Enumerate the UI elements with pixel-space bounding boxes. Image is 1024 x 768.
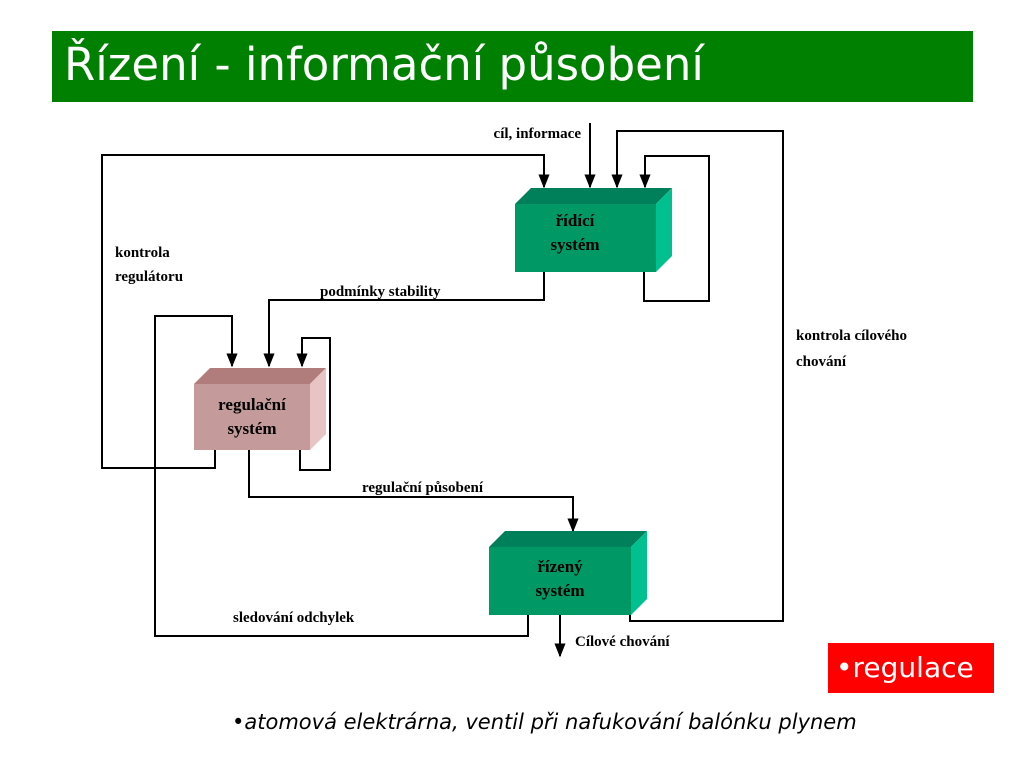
slide-title: Řízení - informační působení <box>64 38 704 91</box>
example-bullet-mark: • <box>232 710 245 734</box>
deviation-tracking-loop <box>154 315 529 637</box>
regulation-system-box-side <box>310 368 326 450</box>
stability-conditions-arrow <box>263 272 545 368</box>
control-system-label-1: řídící <box>556 211 595 230</box>
example-text: atomová elektrárna, ventil při nafukován… <box>244 710 857 734</box>
regulation-system-label-2: systém <box>227 419 276 438</box>
controlled-system-box-top <box>489 531 647 547</box>
regulation-system-box-front <box>194 384 310 450</box>
regulation-system-box-top <box>194 368 326 384</box>
example-bullet: •atomová elektrárna, ventil při nafuková… <box>232 710 857 734</box>
controlled-system-label-2: systém <box>535 581 584 600</box>
badge-label: regulace <box>852 651 974 684</box>
goal-information-label: cíl, informace <box>494 126 582 142</box>
deviation-tracking-label: sledování odchylek <box>233 610 355 626</box>
regulation-action-arrow <box>248 450 579 533</box>
regulation-self-loop <box>296 337 331 471</box>
title-bar: Řízení - informační působení <box>52 31 973 102</box>
stability-conditions-label: podmínky stability <box>320 284 441 300</box>
regulation-system-label-1: regulační <box>218 395 286 414</box>
controlled-system-box-side <box>631 531 647 615</box>
controlled-system-box-front <box>489 547 631 615</box>
target-behavior-label: Cílové chování <box>575 634 670 650</box>
control-system-label-2: systém <box>550 235 599 254</box>
regulation-badge-text: •regulace <box>836 651 974 684</box>
control-system-box-side <box>656 188 672 272</box>
regulation-action-label: regulační působení <box>362 480 484 496</box>
control-system-box-front <box>515 204 656 272</box>
regulator-control-label-2: regulátoru <box>115 269 183 285</box>
connector-lines <box>101 123 784 658</box>
regulator-control-label-1: kontrola <box>115 245 170 261</box>
controlled-system-label-1: řízený <box>537 557 583 576</box>
regulation-badge: •regulace <box>828 643 994 693</box>
control-system-box-top <box>515 188 672 204</box>
controlled-system-box: řízený systém <box>489 531 647 615</box>
target-behavior-control-label-1: kontrola cílového <box>796 328 907 344</box>
badge-bullet: • <box>836 651 853 684</box>
control-self-loop <box>639 155 710 302</box>
target-behavior-loop <box>611 130 784 622</box>
control-system-box: řídící systém <box>515 188 672 272</box>
regulator-control-loop <box>101 154 550 469</box>
target-behavior-control-label-2: chování <box>796 354 847 370</box>
regulation-system-box: regulační systém <box>194 368 326 450</box>
